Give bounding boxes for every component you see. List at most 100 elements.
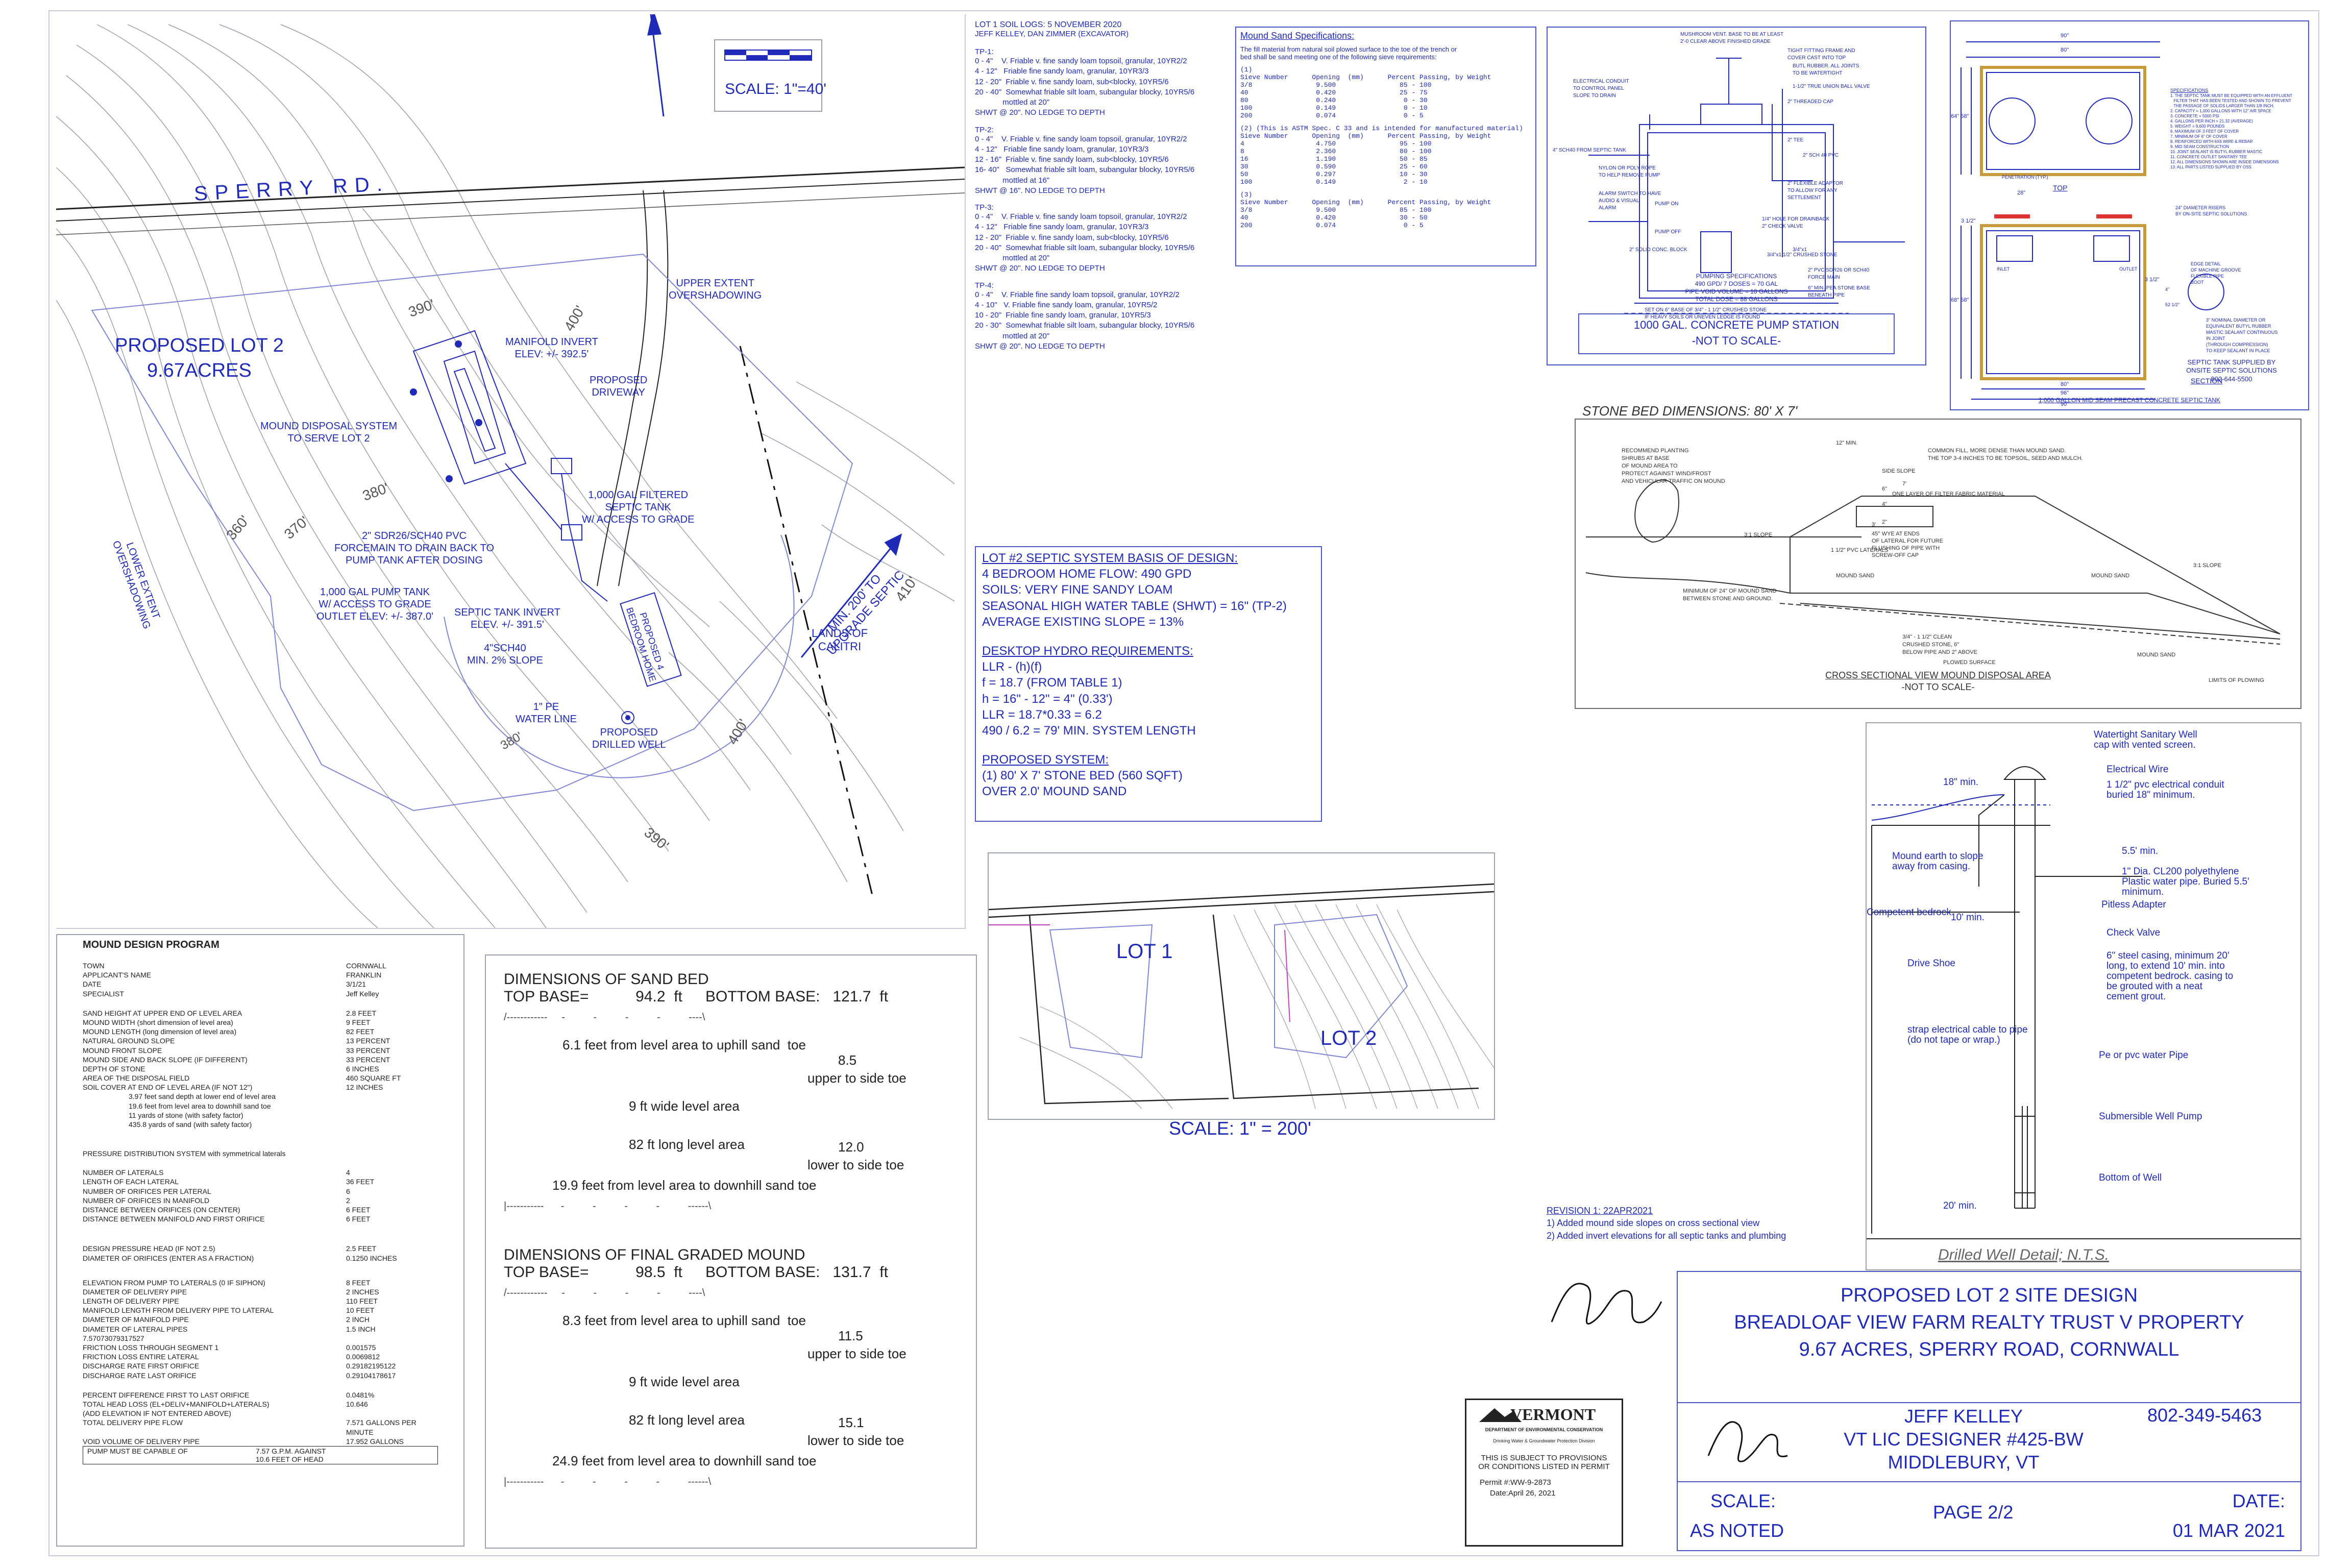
- septic-tank-drawing: [1961, 41, 2224, 400]
- mp-row-value: 460 SQUARE FT: [346, 1074, 401, 1083]
- stone-bed-callout: 2": [1882, 519, 1888, 525]
- septic-dim: 90": [2061, 401, 2069, 407]
- mp-row-label: PERCENT DIFFERENCE FIRST TO LAST ORIFICE: [83, 1390, 250, 1399]
- well-callout: 6" steel casing, minimum 20': [2106, 950, 2230, 961]
- mp-row-value: 2.5 FEET: [346, 1244, 377, 1253]
- basis-line: SOILS: VERY FINE SANDY LOAM: [982, 583, 1173, 597]
- mp-row: MOUND WIDTH (short dimension of level ar…: [83, 1018, 438, 1027]
- septic-spec-line: 2. CAPACITY = 1,000 GALLONS WITH 12" AIR…: [2170, 109, 2271, 114]
- septic-callout: BY ON-SITE SEPTIC SOLUTIONS: [2175, 211, 2247, 216]
- mp-row-label: SPECIALIST: [83, 989, 124, 998]
- vermont-permit-stamp: VERMONT DEPARTMENT OF ENVIRONMENTAL CONS…: [1465, 1399, 1623, 1547]
- septic-callout: IN JOINT: [2206, 336, 2225, 341]
- test-pit-line: 0 - 4" V. Friable v. fine sandy loam top…: [975, 212, 1187, 221]
- mp-row: PERCENT DIFFERENCE FIRST TO LAST ORIFICE…: [83, 1390, 438, 1400]
- sieve-table-header: Sieve Number Opening (mm) Percent Passin…: [1240, 74, 1491, 81]
- sand-bed-dimension: 12.0: [838, 1139, 864, 1155]
- pump-callout: TO ALLOW FOR ANY: [1787, 188, 1837, 193]
- stone-bed-callout: BETWEEN STONE AND GROUND.: [1683, 596, 1773, 602]
- sand-bed-outline-mark: |----------- - - - - ------\: [504, 1200, 712, 1212]
- mp-row-label: DIAMETER OF DELIVERY PIPE: [83, 1287, 187, 1296]
- well-callout: strap electrical cable to pipe: [1907, 1024, 2028, 1035]
- sand-bed-dimension: 82 ft long level area: [629, 1137, 745, 1152]
- well-callout: (do not tape or wrap.): [1907, 1035, 2000, 1045]
- mp-row: NUMBER OF LATERALS 4: [83, 1168, 438, 1177]
- stone-bed-callout: COMMON FILL, MORE DENSE THAN MOUND SAND.: [1928, 448, 2066, 454]
- mp-row-label: NATURAL GROUND SLOPE: [83, 1037, 175, 1045]
- mp-row-value: 10.646: [346, 1400, 368, 1408]
- sieve-table-label: (3): [1240, 191, 1253, 199]
- site-plan-drawing: [56, 14, 965, 928]
- septic-spec-line: 13. ALL PARTS LISTED SUPPLIED BY OSS: [2170, 165, 2251, 170]
- pump-station-caption: 1000 GAL. CONCRETE PUMP STATION-NOT TO S…: [1578, 313, 1895, 354]
- test-pit-markers: [410, 340, 482, 482]
- mp-note: 19.6 feet from level area to downhill sa…: [129, 1101, 271, 1110]
- well-callout: 10' min.: [1951, 912, 1984, 923]
- test-pit-line: 12 - 20" Friable v. fine sandy loam, sub…: [975, 77, 1169, 86]
- stone-bed-title: STONE BED DIMENSIONS: 80' X 7': [1582, 403, 1798, 419]
- mp-row-label: AREA OF THE DISPOSAL FIELD: [83, 1074, 190, 1083]
- mp-row-value: 0.1250 INCHES: [346, 1254, 397, 1262]
- mp-row-value: 1.5 INCH: [346, 1325, 376, 1333]
- hydro-line: LLR = 18.7*0.33 = 6.2: [982, 707, 1102, 722]
- well-callout: away from casing.: [1892, 861, 1971, 872]
- proposed-title: PROPOSED SYSTEM:: [982, 753, 1109, 767]
- septic-spec-line: 11. CONCRETE OUTLET SANITARY TEE: [2170, 155, 2247, 160]
- mp-block4: ELEVATION FROM PUMP TO LATERALS (0 IF SI…: [83, 1278, 438, 1380]
- stone-bed-callout: MOUND SAND: [2091, 573, 2130, 579]
- pump-callout: TO HELP REMOVE PUMP: [1599, 173, 1660, 178]
- test-pit-line: 16- 40" Somewhat friable silt loam, suba…: [975, 165, 1195, 175]
- well-callout: Plastic water pipe. Buried 5.5': [2122, 876, 2249, 887]
- mp-row-value: 0.29182195122: [346, 1362, 396, 1370]
- hydro-line: f = 18.7 (FROM TABLE 1): [982, 676, 1122, 690]
- test-pit-line: 4 - 12" Friable fine sandy loam, granula…: [975, 67, 1149, 76]
- stone-bed-callout: AND VEHICULAR TRAFFIC ON MOUND: [1622, 478, 1725, 484]
- mp-row-value: 6 INCHES: [346, 1064, 379, 1073]
- well-callout: Electrical Wire: [2106, 764, 2169, 775]
- septic-section-label: SECTION: [2191, 377, 2223, 385]
- stone-bed-callout: OF MOUND AREA TO: [1622, 463, 1678, 469]
- well-callout: 20' min.: [1943, 1200, 1977, 1211]
- mp-row-value: 7.571 GALLONS PER MINUTE: [346, 1418, 416, 1436]
- sieve-table-row: 80 0.240 0 - 30: [1240, 96, 1428, 104]
- sperry-road: [56, 166, 965, 235]
- septic-spec-line: THE PASSAGE OF SOLIDS LARGER THAN 1/8 IN…: [2170, 104, 2274, 109]
- mound-program-title: MOUND DESIGN PROGRAM: [83, 939, 219, 950]
- sieve-table-row: 16 1.190 50 - 85: [1240, 155, 1428, 163]
- test-pit-line: 20 - 40" Somewhat friable silt loam, sub…: [975, 87, 1195, 96]
- sieve-table-row: 8 2.360 80 - 100: [1240, 148, 1432, 155]
- pump-callout: 3/4"x1: [1793, 247, 1807, 253]
- pump-callout: TO BE WATERTIGHT: [1793, 70, 1843, 76]
- mp-row-label: ELEVATION FROM PUMP TO LATERALS (0 IF SI…: [83, 1278, 265, 1287]
- mp-row-label: MANIFOLD LENGTH FROM DELIVERY PIPE TO LA…: [83, 1306, 274, 1315]
- sand-bed-dimension: lower to side toe: [807, 1157, 904, 1172]
- pump-callout: FORCE MAIN: [1808, 275, 1840, 280]
- sand-bed-dimension: 15.1: [838, 1415, 864, 1430]
- drawing-sheet-border: [48, 10, 2319, 1556]
- mp-row-value: 4: [346, 1168, 350, 1177]
- septic-dim: 80": [2061, 47, 2069, 53]
- mp-row-label: NUMBER OF LATERALS: [83, 1168, 164, 1177]
- sand-bed-dimension: 9 ft wide level area: [629, 1374, 740, 1389]
- stone-bed-callout: MINIMUM OF 24" OF MOUND SAND: [1683, 588, 1777, 594]
- sand-bed-dimension: 8.3 feet from level area to uphill sand …: [562, 1313, 806, 1328]
- septic-dim: 28": [2017, 190, 2026, 196]
- property-line: [739, 346, 874, 898]
- basis-line: 4 BEDROOM HOME FLOW: 490 GPD: [982, 567, 1192, 581]
- septic-top-label: TOP: [2053, 184, 2068, 192]
- mp-row-value: 110 FEET: [346, 1297, 378, 1306]
